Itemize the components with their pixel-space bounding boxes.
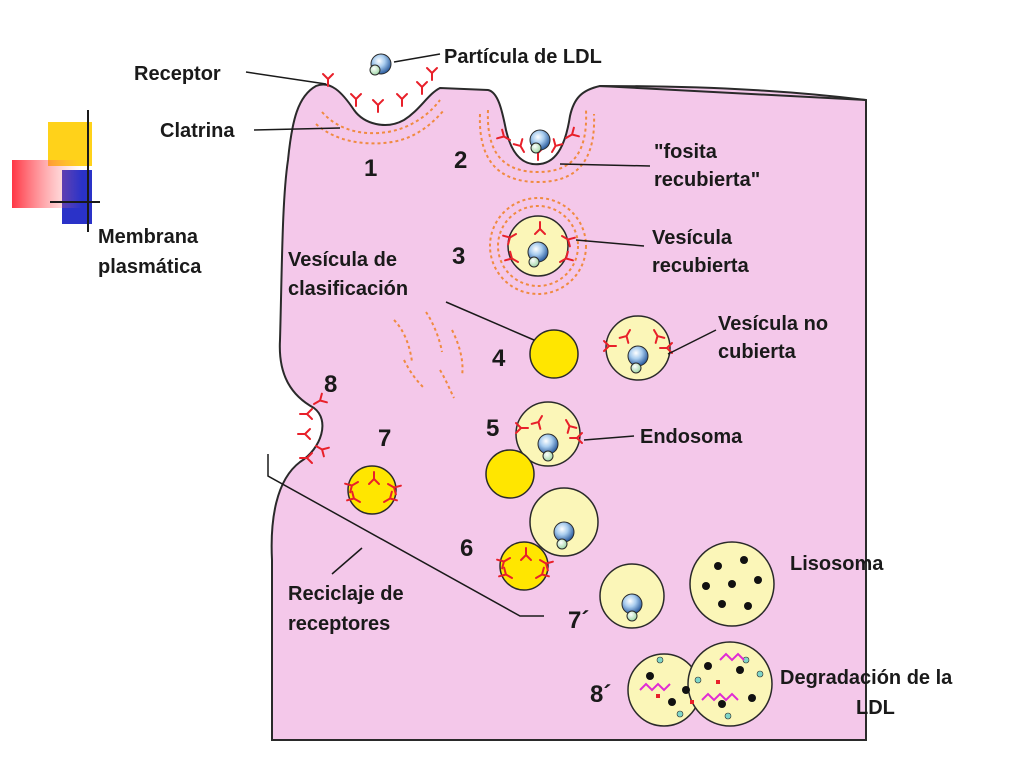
label-receptores: receptores [288, 613, 390, 635]
lysosome [689, 541, 775, 627]
step-number-4: 4 [492, 345, 506, 372]
sorting-vesicle-fragments [393, 311, 464, 399]
step-number-5: 5 [486, 415, 499, 442]
label-recubierta-ves: recubierta [652, 255, 750, 277]
label-vesicula-rec: Vesícula [652, 227, 733, 249]
membrane-edge [599, 85, 867, 101]
recycling-vesicle [344, 465, 402, 515]
label-endosoma: Endosoma [640, 426, 743, 448]
slide-decoration-squares [12, 110, 100, 232]
sorting-vesicle [529, 329, 579, 379]
label-reciclaje: Reciclaje de [288, 583, 404, 605]
clathrin-coat-1 [315, 99, 445, 145]
endosome [485, 401, 583, 499]
step-number-7-prime: 7´ [568, 607, 589, 634]
step-number-8-prime: 8´ [590, 681, 611, 708]
label-plasmatica: plasmática [98, 256, 202, 278]
label-membrana: Membrana [98, 226, 199, 248]
late-endosome [599, 563, 665, 629]
step-number-8: 8 [324, 371, 337, 398]
uncoated-vesicle [603, 315, 673, 381]
label-vesicula-clasif: Vesícula de [288, 249, 397, 271]
step-number-6: 6 [460, 535, 473, 562]
step-number-7: 7 [378, 425, 391, 452]
label-fosita: "fosita [654, 141, 718, 163]
label-particula-ldl: Partícula de LDL [444, 46, 602, 68]
coated-pit [478, 109, 596, 184]
label-degradacion: Degradación de la [780, 667, 953, 689]
label-ldl: LDL [856, 697, 895, 719]
leader-lines [245, 53, 717, 617]
label-recubierta-pit: recubierta" [654, 169, 760, 191]
ldl-particle-free [369, 53, 392, 76]
coated-vesicle [489, 197, 587, 295]
label-lisosoma: Lisosoma [790, 553, 884, 575]
label-vesicula-no: Vesícula no [718, 313, 828, 335]
label-clasificacion: clasificación [288, 278, 408, 300]
endosome-split [496, 487, 599, 591]
label-cubierta: cubierta [718, 341, 797, 363]
label-receptor: Receptor [134, 63, 221, 85]
step-number-2: 2 [454, 147, 467, 174]
label-clatrina: Clatrina [160, 120, 235, 142]
ldl-degradation [627, 641, 773, 727]
step-number-3: 3 [452, 243, 465, 270]
step-number-1: 1 [364, 155, 377, 182]
